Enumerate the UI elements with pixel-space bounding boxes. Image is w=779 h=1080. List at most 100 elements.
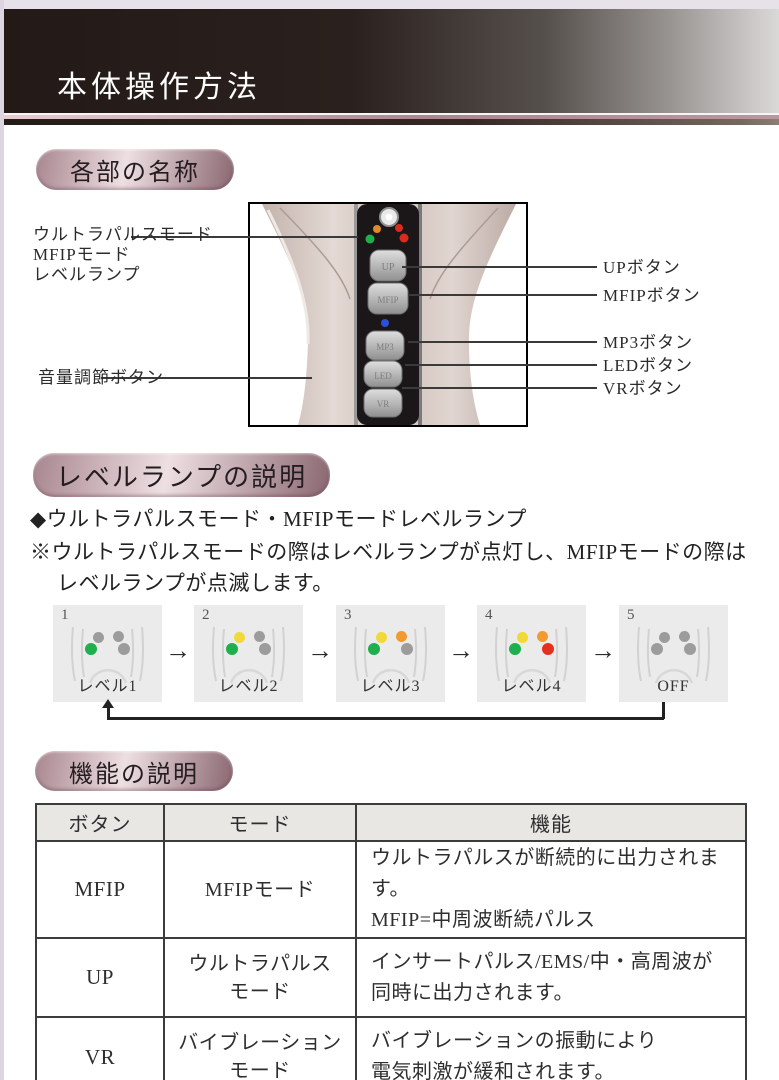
header-band — [0, 9, 779, 113]
lamp-dot — [254, 631, 265, 642]
led-green — [365, 234, 375, 244]
page-left-border — [0, 0, 4, 1080]
up-button — [369, 249, 407, 282]
lamp-dot — [259, 643, 271, 655]
led-blue — [381, 319, 389, 327]
state-number: 5 — [627, 607, 635, 623]
arrow-right-icon: → — [590, 636, 616, 665]
lamp-dot — [509, 643, 521, 655]
cell-function: インサートパルス/EMS/中・高周波が 同時に出力されます。 — [355, 937, 747, 1018]
section-heading-functions: 機能の説明 — [35, 751, 233, 791]
device-figure-box: UP MFIP MP3 LED VR — [248, 202, 528, 427]
label-volume-button: 音量調節ボタン — [38, 368, 164, 387]
state-number: 1 — [61, 607, 69, 623]
led-button — [363, 360, 403, 388]
led-red-bottom — [399, 233, 409, 243]
loop-arrow-horizontal-segment — [107, 717, 664, 720]
lamp-dot — [93, 632, 104, 643]
table-row: UP ウルトラパルス モード インサートパルス/EMS/中・高周波が 同時に出力… — [35, 937, 747, 1018]
state-decoration — [636, 626, 711, 684]
label-up-button: UPボタン — [603, 258, 681, 277]
state-decoration — [211, 626, 286, 684]
strip-chrome-right — [418, 204, 422, 425]
arrow-right-icon: → — [165, 636, 191, 665]
lamp-dot — [651, 643, 663, 655]
lamp-dot — [659, 632, 670, 643]
power-light-core — [385, 213, 393, 221]
arrow-right-icon: → — [448, 636, 474, 665]
vr-button-label: VR — [377, 399, 390, 409]
device-seam-left — [279, 207, 351, 300]
lamp-dot — [396, 631, 407, 642]
label-vr-button: VRボタン — [603, 379, 683, 398]
lamp-dot — [234, 632, 245, 643]
cell-button: MFIP — [35, 840, 165, 939]
state-label: レベル4 — [501, 678, 562, 695]
state-decoration — [70, 626, 145, 684]
led-orange — [373, 225, 381, 233]
lamp-dot — [113, 631, 124, 642]
cell-button: UP — [35, 937, 165, 1018]
callout-line-mfip — [408, 294, 597, 296]
col-header-function: 機能 — [355, 803, 747, 842]
cell-button: VR — [35, 1016, 165, 1080]
page-top-border — [0, 0, 779, 9]
label-mp3-button: MP3ボタン — [603, 333, 694, 352]
loop-arrow-down-segment — [662, 702, 665, 719]
level-note-line1: ※ウルトラパルスモードの際はレベルランプが点灯し、MFIPモードの際は — [30, 540, 747, 564]
device-seam-right — [429, 207, 499, 300]
mfip-button-label: MFIP — [377, 295, 398, 305]
table-header-row: ボタン モード 機能 — [35, 803, 747, 842]
label-lamp-modes: ウルトラパルスモード MFIPモード レベルランプ — [33, 225, 213, 284]
state-number: 3 — [344, 607, 352, 623]
lamp-dot — [85, 643, 97, 655]
state-label: OFF — [657, 678, 690, 695]
header-divider-white — [0, 113, 779, 115]
lamp-state-box-3: 3 レベル3 — [336, 605, 445, 702]
level-subtitle: ◆ウルトラパルスモード・MFIPモードレベルランプ — [30, 507, 527, 531]
lamp-dot — [684, 643, 696, 655]
led-red-top — [395, 224, 403, 232]
lamp-dot — [118, 643, 130, 655]
vr-button — [363, 388, 403, 418]
state-decoration — [494, 626, 569, 684]
section-heading-parts: 各部の名称 — [36, 149, 234, 190]
cell-mode: バイブレーション モード — [163, 1016, 357, 1080]
lamp-dot — [542, 643, 554, 655]
lamp-dot — [368, 643, 380, 655]
led-button-label: LED — [374, 371, 392, 381]
strip-chrome-left — [354, 204, 358, 425]
device-highlight — [266, 209, 310, 345]
lamp-dot — [679, 631, 690, 642]
state-number: 4 — [485, 607, 493, 623]
lamp-dot — [401, 643, 413, 655]
state-label: レベル3 — [360, 678, 421, 695]
up-button-label: UP — [382, 262, 395, 273]
level-note-line2: レベルランプが点滅します。 — [57, 571, 334, 595]
callout-line-up — [402, 266, 597, 268]
lamp-dot — [517, 632, 528, 643]
table-row: MFIP MFIPモード ウルトラパルスが断続的に出力されます。 MFIP=中周… — [35, 840, 747, 939]
arrow-right-icon: → — [307, 636, 333, 665]
functions-table: ボタン モード 機能 MFIP MFIPモード ウルトラパルスが断続的に出力され… — [35, 803, 747, 1080]
callout-line-mp3 — [408, 341, 597, 343]
cell-mode: MFIPモード — [163, 840, 357, 939]
lamp-dot — [226, 643, 238, 655]
header-divider-pink — [0, 115, 779, 119]
loop-arrow-head-icon — [102, 699, 114, 708]
mfip-button — [367, 282, 409, 315]
lamp-state-box-4: 4 レベル4 — [477, 605, 586, 702]
device-illustration: UP MFIP MP3 LED VR — [262, 204, 516, 425]
callout-line-led — [405, 364, 597, 366]
col-header-button: ボタン — [35, 803, 165, 842]
callout-line-vr — [402, 387, 597, 389]
cell-function: ウルトラパルスが断続的に出力されます。 MFIP=中周波断続パルス — [355, 840, 747, 939]
loop-arrow-up-segment — [107, 707, 110, 718]
label-led-button: LEDボタン — [603, 356, 694, 375]
col-header-mode: モード — [163, 803, 357, 842]
callout-line-lamps — [131, 236, 358, 238]
lamp-state-box-1: 1 レベル1 — [53, 605, 162, 702]
page-title: 本体操作方法 — [57, 71, 261, 104]
lamp-dot — [376, 632, 387, 643]
